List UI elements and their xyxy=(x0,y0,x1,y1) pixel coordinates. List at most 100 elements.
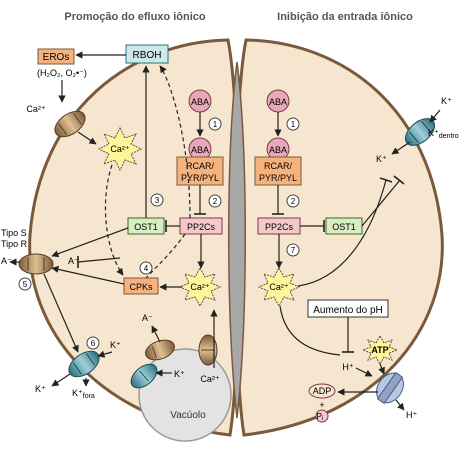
ph-label: Aumento do pH xyxy=(313,305,383,316)
aba-receptor-right-label: ABA xyxy=(269,145,287,155)
ost1-right-label: OST1 xyxy=(332,222,356,232)
h-out-label: H⁺ xyxy=(406,410,417,420)
vacuole-anion-channel xyxy=(145,339,175,361)
vacuole-ca-label: Ca²⁺ xyxy=(200,374,220,384)
ost1-k-inhibit xyxy=(361,179,401,227)
rcar-box-right xyxy=(254,156,302,186)
pp2c-rboh-dashed xyxy=(159,65,191,219)
ca-burst-right xyxy=(257,266,301,308)
vacuole-k-label: K⁺ xyxy=(174,369,185,379)
plus-label: + xyxy=(319,400,324,410)
step-6-left-label: 6 xyxy=(91,339,96,348)
step-6-left xyxy=(86,336,100,350)
h-atpase-pump xyxy=(376,371,404,405)
rcar-right-line1: RCAR/ xyxy=(264,161,293,171)
step-7-right-label: 7 xyxy=(291,246,296,255)
stomatal-pore xyxy=(228,61,246,419)
right-guard-cell xyxy=(233,38,444,437)
anion-in-label: A⁻ xyxy=(68,256,79,266)
pi-circle xyxy=(315,409,329,423)
ca-burst-right-label: Ca²⁺ xyxy=(269,282,289,292)
step-4-left-label: 4 xyxy=(144,264,149,273)
cpk-anion-arrow xyxy=(51,265,125,285)
aba-ligand-left-label: ABA xyxy=(191,97,209,107)
ca-burst-left-2 xyxy=(178,266,222,308)
rboh-label: RBOH xyxy=(133,50,162,61)
k-influx-arrow xyxy=(429,109,441,123)
anion-channel xyxy=(18,253,54,275)
pp2cs-left-label: PP2Cs xyxy=(187,222,216,232)
eros-box xyxy=(37,48,75,65)
step-4-left xyxy=(139,261,153,275)
ost1-left-label: OST1 xyxy=(134,222,158,232)
tipo-s-label: Tipo S xyxy=(1,228,27,238)
aba-ligand-right-label: ABA xyxy=(269,97,287,107)
k-out-left-label: K⁺ xyxy=(35,384,46,394)
ca-burst-left-2-label: Ca²⁺ xyxy=(190,282,210,292)
aba-receptor-left-label: ABA xyxy=(191,145,209,155)
h-efflux-arrow xyxy=(395,399,405,411)
adp-label: ADP xyxy=(313,386,332,396)
step-7-right xyxy=(286,243,300,257)
ost1-to-anion-arrow xyxy=(51,227,129,258)
k-inside-arrow xyxy=(391,141,411,155)
eros-label: EROs xyxy=(43,52,70,63)
k-plus-channel-label: K⁺ xyxy=(110,340,121,350)
adp-ellipse xyxy=(308,383,336,399)
pp2cs-right-label: PP2Cs xyxy=(265,222,294,232)
anion-inhibit-line xyxy=(77,257,121,263)
vac-anion-arrow xyxy=(151,325,161,343)
step-1-right-label: 1 xyxy=(291,120,296,129)
vacuole-k-channel xyxy=(130,363,158,389)
k-in-channel xyxy=(404,118,436,146)
step-2-right-label: 2 xyxy=(291,197,296,206)
vacuole-anion-label: A⁻ xyxy=(142,313,153,323)
cpks-label: CPKs xyxy=(129,282,153,292)
atp-label: ATP xyxy=(371,345,388,355)
step-5-left-label: 5 xyxy=(23,280,28,289)
step-3-left xyxy=(150,193,164,207)
step-2-left xyxy=(208,194,222,208)
k-fora-label: K⁺fora xyxy=(72,388,95,400)
anion-out-label: A⁻ xyxy=(1,256,12,266)
rboh-box xyxy=(125,44,169,64)
eros-formula: (H₂O₂, O₂•⁻) xyxy=(37,68,87,78)
vacuole-label: Vacúolo xyxy=(170,410,206,421)
pi-label: Pi xyxy=(317,412,324,422)
ca-cpk-dashed xyxy=(104,164,124,276)
step-3-left-label: 3 xyxy=(155,196,160,205)
k-dentro-label: K⁺dentro xyxy=(428,128,459,140)
ca-k-inhibit xyxy=(297,179,387,287)
ca-burst-left xyxy=(97,126,143,172)
k-efflux-left-arrow xyxy=(51,373,71,387)
ca-channel-label: Ca²⁺ xyxy=(26,104,46,114)
rcar-left-line2: PYR/PYL xyxy=(181,173,219,183)
k-inside-label: K⁺ xyxy=(376,154,387,164)
rcar-left-line1: RCAR/ xyxy=(186,161,215,171)
ost1-k-bar xyxy=(393,175,405,185)
atp-burst xyxy=(361,334,399,366)
k-outside-right-label: K⁺ xyxy=(441,96,452,106)
ca-channel-left xyxy=(54,110,86,138)
ca-influx-arrow xyxy=(77,131,97,145)
step-1-right xyxy=(286,117,300,131)
step-2-right xyxy=(286,194,300,208)
anion-to-k-arrow xyxy=(43,273,79,353)
rcar-right-line2: PYR/PYL xyxy=(259,173,297,183)
ca-burst-left-label: Ca²⁺ xyxy=(110,144,130,154)
vacuole xyxy=(138,348,232,442)
k-into-channel-arrow xyxy=(97,350,113,358)
title-left: Promoção do efluxo iônico xyxy=(64,11,205,23)
rcar-box-left xyxy=(176,156,224,186)
ca-k-inhibit-bar xyxy=(379,177,393,183)
h-to-pump-arrow xyxy=(355,367,373,377)
step-1-left-label: 1 xyxy=(213,120,218,129)
title-right: Inibição da entrada iônico xyxy=(277,11,413,23)
ca-h-inhibit xyxy=(279,305,341,356)
tipo-r-label: Tipo R xyxy=(1,239,28,249)
vacuole-ca-channel xyxy=(198,334,218,366)
step-5-left xyxy=(18,277,32,291)
step-2-left-label: 2 xyxy=(213,197,218,206)
